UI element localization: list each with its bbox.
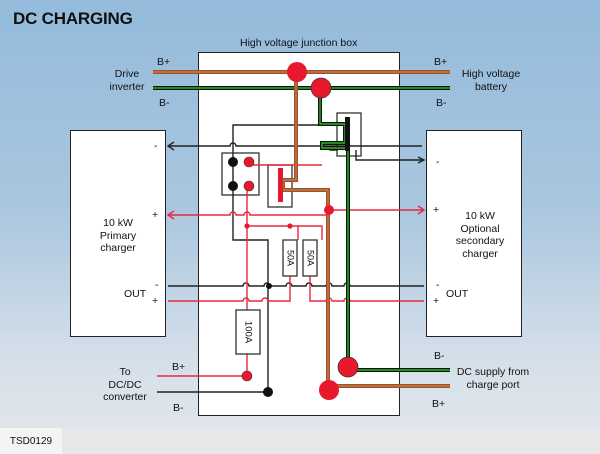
secondary-charger-line1: 10 kW bbox=[465, 210, 495, 222]
fuse-50a-1-label: 50A bbox=[286, 250, 296, 266]
primary-out-neg: - bbox=[155, 279, 159, 291]
secondary-out-neg: - bbox=[436, 279, 440, 291]
secondary-charger-label: 10 kW Optional secondary charger bbox=[448, 210, 512, 260]
primary-charger-box bbox=[70, 130, 166, 337]
fuse-50a-2 bbox=[302, 239, 318, 277]
secondary-charger-line4: charger bbox=[462, 247, 498, 260]
primary-charger-line2: Primary bbox=[99, 229, 137, 242]
dcdc-pos-wire bbox=[157, 355, 248, 377]
secondary-charger-line2: Optional bbox=[460, 222, 500, 235]
primary-contactor-bar bbox=[278, 168, 283, 202]
neg-wire-primary bbox=[168, 142, 338, 147]
dcdc-pos-terminal bbox=[241, 370, 253, 382]
arrow-primary-pos bbox=[166, 210, 175, 220]
primary-charger-line3: charger bbox=[100, 242, 136, 254]
pos-wire-primary bbox=[168, 211, 330, 216]
hv-battery-line2: battery bbox=[474, 80, 508, 93]
relay-dot-red-2 bbox=[243, 180, 255, 192]
charge-port-label: DC supply from charge port bbox=[452, 366, 534, 391]
secondary-charger-box bbox=[426, 130, 522, 337]
primary-neg-in: - bbox=[154, 140, 158, 152]
fuse-50a-1 bbox=[282, 239, 298, 277]
inverter-pos-label: B+ bbox=[157, 56, 171, 68]
junction-box-label: High voltage junction box bbox=[240, 37, 358, 49]
arrow-primary-neg bbox=[166, 141, 175, 151]
dcdc-line2: DC/DC bbox=[108, 378, 142, 391]
fuse-50a-2-label: 50A bbox=[306, 250, 316, 266]
drive-inverter-line1: Drive bbox=[114, 68, 140, 80]
hv-battery-label: High voltage battery bbox=[458, 68, 524, 93]
junction-dot bbox=[266, 283, 272, 289]
neg-ctrl-wire bbox=[232, 124, 322, 235]
secondary-out-pos: + bbox=[433, 295, 440, 307]
footer-bar bbox=[62, 428, 600, 454]
secondary-pos-junction bbox=[324, 205, 334, 215]
arrow-secondary-neg bbox=[417, 156, 426, 164]
figure-id: TSD0129 bbox=[0, 428, 62, 454]
out-neg-primary bbox=[168, 282, 424, 287]
port-pos-connector bbox=[319, 380, 339, 400]
out-pos-primary bbox=[168, 260, 291, 302]
port-pos-label: B+ bbox=[432, 398, 446, 410]
drive-inverter-line2: inverter bbox=[109, 80, 145, 93]
port-neg-connector bbox=[337, 356, 359, 378]
pos-trunk bbox=[281, 72, 450, 388]
primary-out-pos: + bbox=[152, 295, 159, 307]
relay-dot-black-1 bbox=[228, 157, 238, 167]
battery-neg-label: B- bbox=[436, 97, 447, 109]
primary-pos-in: + bbox=[152, 209, 159, 221]
dcdc-neg-terminal bbox=[263, 387, 273, 397]
junction-box bbox=[198, 52, 400, 416]
port-neg-label: B- bbox=[434, 350, 445, 362]
charge-port-line1: DC supply from bbox=[456, 366, 530, 378]
junction-dot bbox=[287, 223, 293, 229]
dcdc-line1: To bbox=[119, 366, 131, 378]
hv-neg-connector bbox=[310, 77, 332, 99]
inverter-neg-label: B- bbox=[159, 97, 170, 109]
primary-charger-line1: 10 kW bbox=[103, 217, 133, 229]
relay-dot-black-2 bbox=[228, 181, 238, 191]
battery-pos-label: B+ bbox=[434, 56, 448, 68]
junction-dot bbox=[244, 223, 250, 229]
dcdc-pos-label: B+ bbox=[172, 361, 186, 373]
dcdc-neg-label: B- bbox=[173, 402, 184, 414]
dcdc-converter-label: To DC/DC converter bbox=[100, 366, 150, 404]
secondary-out-label: OUT bbox=[446, 288, 469, 300]
dcdc-line3: converter bbox=[103, 391, 147, 403]
hv-pos-connector bbox=[287, 62, 307, 82]
page-title: DC CHARGING bbox=[13, 9, 133, 28]
charge-port-line2: charge port bbox=[466, 378, 520, 391]
arrow-secondary-pos bbox=[417, 205, 426, 215]
secondary-pos-in: + bbox=[433, 204, 440, 216]
relay-dot-red-1 bbox=[243, 156, 255, 168]
fuse-100a-label: 100A bbox=[242, 321, 253, 344]
primary-charger-label: 10 kW Primary charger bbox=[90, 217, 146, 255]
secondary-neg-in: - bbox=[436, 156, 440, 168]
negative-contactor-bar bbox=[345, 117, 350, 151]
hv-battery-line1: High voltage bbox=[461, 68, 521, 80]
primary-out-label: OUT bbox=[124, 288, 147, 300]
fuse-100a bbox=[235, 309, 261, 355]
drive-inverter-label: Drive inverter bbox=[104, 68, 150, 93]
secondary-charger-line3: secondary bbox=[455, 235, 505, 247]
